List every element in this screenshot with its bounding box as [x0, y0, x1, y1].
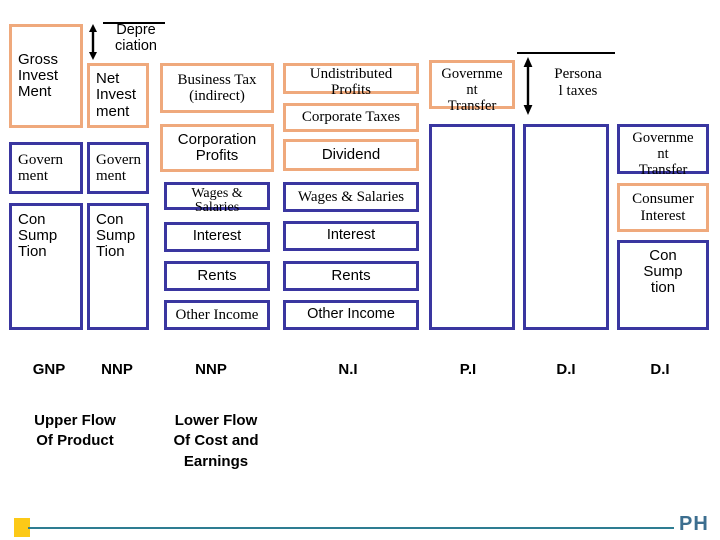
column-label-di-2: D.I — [650, 361, 670, 378]
box-other-income-col3[interactable]: Other Income — [164, 300, 270, 330]
depreciation-arrow-icon — [89, 24, 97, 60]
box-blank-col6[interactable] — [523, 124, 609, 330]
column-label-nnp-1: NNP — [101, 361, 133, 378]
personal-taxes-rule — [517, 52, 615, 54]
box-interest-col4[interactable]: Interest — [283, 221, 419, 251]
column-label-pi: P.I — [459, 361, 477, 378]
box-blank-col5[interactable] — [429, 124, 515, 330]
column-label-nnp-2: NNP — [195, 361, 227, 378]
upper-flow-label: Upper Flow Of Product — [34, 412, 116, 450]
box-rents-col3[interactable]: Rents — [164, 261, 270, 291]
box-consumption-col7[interactable]: Con Sump tion — [617, 240, 709, 330]
box-business-tax[interactable]: Business Tax (indirect) — [160, 63, 274, 113]
box-consumer-interest[interactable]: Consumer Interest — [617, 183, 709, 232]
box-consumption-col2[interactable]: Con Sump Tion — [87, 203, 149, 330]
personal-taxes-arrow-icon — [523, 57, 533, 115]
depreciation-label: Depre ciation — [115, 22, 157, 55]
box-gross-investment[interactable]: Gross Invest Ment — [9, 24, 83, 128]
column-label-gnp: GNP — [32, 361, 66, 378]
box-corporate-taxes[interactable]: Corporate Taxes — [283, 103, 419, 132]
footer-logo-ph: PH — [679, 513, 709, 535]
box-rents-col4[interactable]: Rents — [283, 261, 419, 291]
lower-flow-label: Lower Flow Of Cost and Earnings — [173, 412, 259, 470]
box-dividend[interactable]: Dividend — [283, 139, 419, 171]
box-wages-salaries-col4[interactable]: Wages & Salaries — [283, 182, 419, 212]
box-government-col2[interactable]: Govern ment — [87, 142, 149, 194]
column-label-ni: N.I — [338, 361, 358, 378]
box-government-transfer-col5[interactable]: Governme nt Transfer — [429, 60, 515, 114]
box-consumption-col1[interactable]: Con Sump Tion — [9, 203, 83, 330]
depreciation-rule — [103, 22, 165, 24]
box-interest-col3[interactable]: Interest — [164, 222, 270, 252]
footer-divider-line — [28, 527, 674, 529]
box-other-income-col4[interactable]: Other Income — [283, 300, 419, 330]
box-wages-salaries-col3[interactable]: Wages & Salaries — [164, 182, 270, 215]
box-net-investment[interactable]: Net Invest ment — [87, 63, 149, 128]
box-undistributed-profits[interactable]: Undistributed Profits — [283, 63, 419, 98]
box-corporation-profits[interactable]: Corporation Profits — [160, 124, 274, 172]
box-government-col1[interactable]: Govern ment — [9, 142, 83, 194]
footer-accent-square — [14, 518, 30, 537]
personal-taxes-label: Persona l taxes — [554, 66, 602, 99]
column-label-di-1: D.I — [556, 361, 576, 378]
box-government-transfer-col7[interactable]: Governme nt Transfer — [617, 124, 709, 178]
